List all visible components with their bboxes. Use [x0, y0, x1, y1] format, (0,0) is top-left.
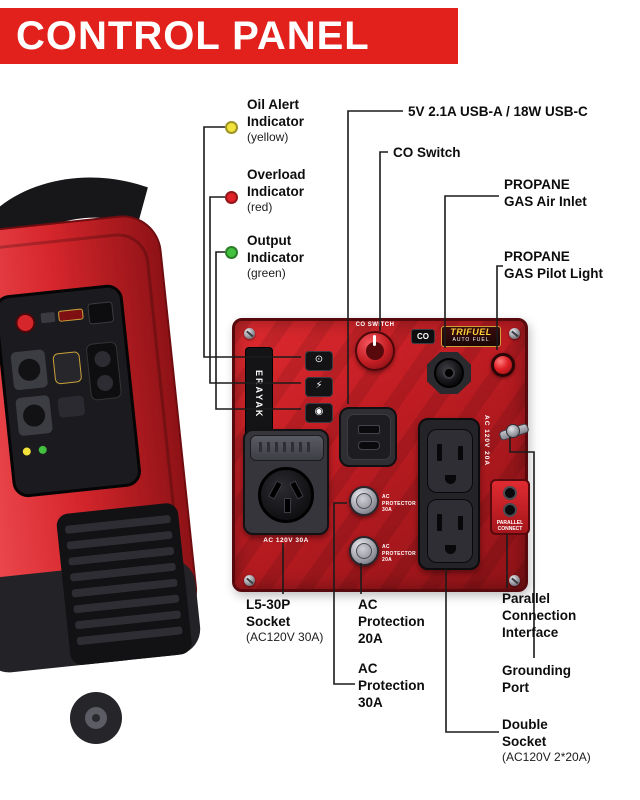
grounding-screw[interactable] [498, 422, 530, 442]
trifuel-badge: TRIFUEL AUTO FUEL [441, 326, 501, 347]
double-socket-print: AC 120V 20A [483, 415, 490, 467]
parallel-jack [503, 486, 517, 500]
ac-protector-30a-button[interactable] [349, 486, 379, 516]
ac-protector-20a-print: AC PROTECTOR 20A [382, 544, 416, 563]
propane-gas-air-inlet[interactable] [427, 352, 471, 394]
panel-screw [509, 575, 520, 586]
legend-overload-note: (red) [247, 200, 273, 214]
grounding-callout: Grounding Port [502, 663, 571, 695]
outlet-bottom [427, 499, 473, 563]
propane-inlet-callout: PROPANE GAS Air Inlet [504, 177, 587, 209]
co-badge: CO [411, 329, 435, 344]
usb-compartment[interactable] [339, 407, 397, 467]
legend-output-note: (green) [247, 266, 286, 280]
parallel-callout: Parallel Connection Interface [502, 591, 577, 640]
output-indicator-icon: ◉ [305, 403, 333, 423]
brand-strip: ERAYAK [245, 347, 273, 441]
generator-mini-panel [0, 284, 141, 498]
legend-oil-label: Oil Alert Indicator [247, 97, 305, 129]
usb-cover [347, 414, 391, 460]
legend-output: Output Indicator (green) [247, 232, 304, 281]
double-socket-callout: Double Socket (AC120V 2*20A) [502, 717, 591, 764]
co-dial-knob [366, 342, 384, 360]
ac-protector-30a-print: AC PROTECTOR 30A [382, 494, 416, 513]
control-panel-closeup: ERAYAK ⊙ ⚡ ◉ CO SWITCH CO TRIFUEL AUTO F… [232, 318, 530, 592]
ac-protector-20a-button[interactable] [349, 536, 379, 566]
page-title: CONTROL PANEL [16, 13, 370, 58]
parallel-print: PARALLEL CONNECT [496, 520, 524, 532]
panel-screw [509, 328, 520, 339]
panel-screw [244, 328, 255, 339]
double-socket[interactable] [418, 418, 480, 570]
usb-callout: 5V 2.1A USB-A / 18W USB-C [408, 104, 588, 119]
output-dot [225, 246, 238, 259]
ac-protection-30a-callout: AC Protection 30A [358, 661, 425, 710]
l5-socket-face [258, 467, 314, 523]
co-switch-callout: CO Switch [393, 145, 461, 160]
l5-socket-callout: L5-30P Socket (AC120V 30A) [246, 597, 324, 644]
legend-output-label: Output Indicator [247, 233, 305, 265]
panel-screw [244, 575, 255, 586]
legend-oil-note: (yellow) [247, 130, 289, 144]
legend-overload-label: Overload Indicator [247, 167, 306, 199]
ac-protection-20a-callout: AC Protection 20A [358, 597, 425, 646]
outlet-top [427, 429, 473, 493]
usb-a-port [358, 425, 380, 434]
overload-dot [225, 191, 238, 204]
overload-indicator-icon: ⚡ [305, 377, 333, 397]
oil-alert-dot [225, 121, 238, 134]
l5-30p-socket[interactable] [243, 429, 329, 535]
legend-overload: Overload Indicator (red) [247, 166, 306, 215]
l5-socket-cover [250, 435, 324, 461]
parallel-jack [503, 503, 517, 517]
propane-pilot-callout: PROPANE GAS Pilot Light [504, 249, 603, 281]
co-switch-dial[interactable] [355, 331, 395, 371]
legend-oil-alert: Oil Alert Indicator (yellow) [247, 96, 304, 145]
co-dial-print: CO SWITCH [355, 322, 395, 328]
brand-logo: ERAYAK [254, 369, 264, 419]
header-banner: CONTROL PANEL [0, 8, 458, 64]
l5-socket-print: AC 120V 30A [263, 537, 309, 544]
propane-gas-pilot-light[interactable] [491, 353, 515, 377]
parallel-connection-module[interactable]: PARALLEL CONNECT [490, 479, 530, 535]
oil-alert-indicator-icon: ⊙ [305, 351, 333, 371]
usb-c-port [358, 441, 380, 450]
